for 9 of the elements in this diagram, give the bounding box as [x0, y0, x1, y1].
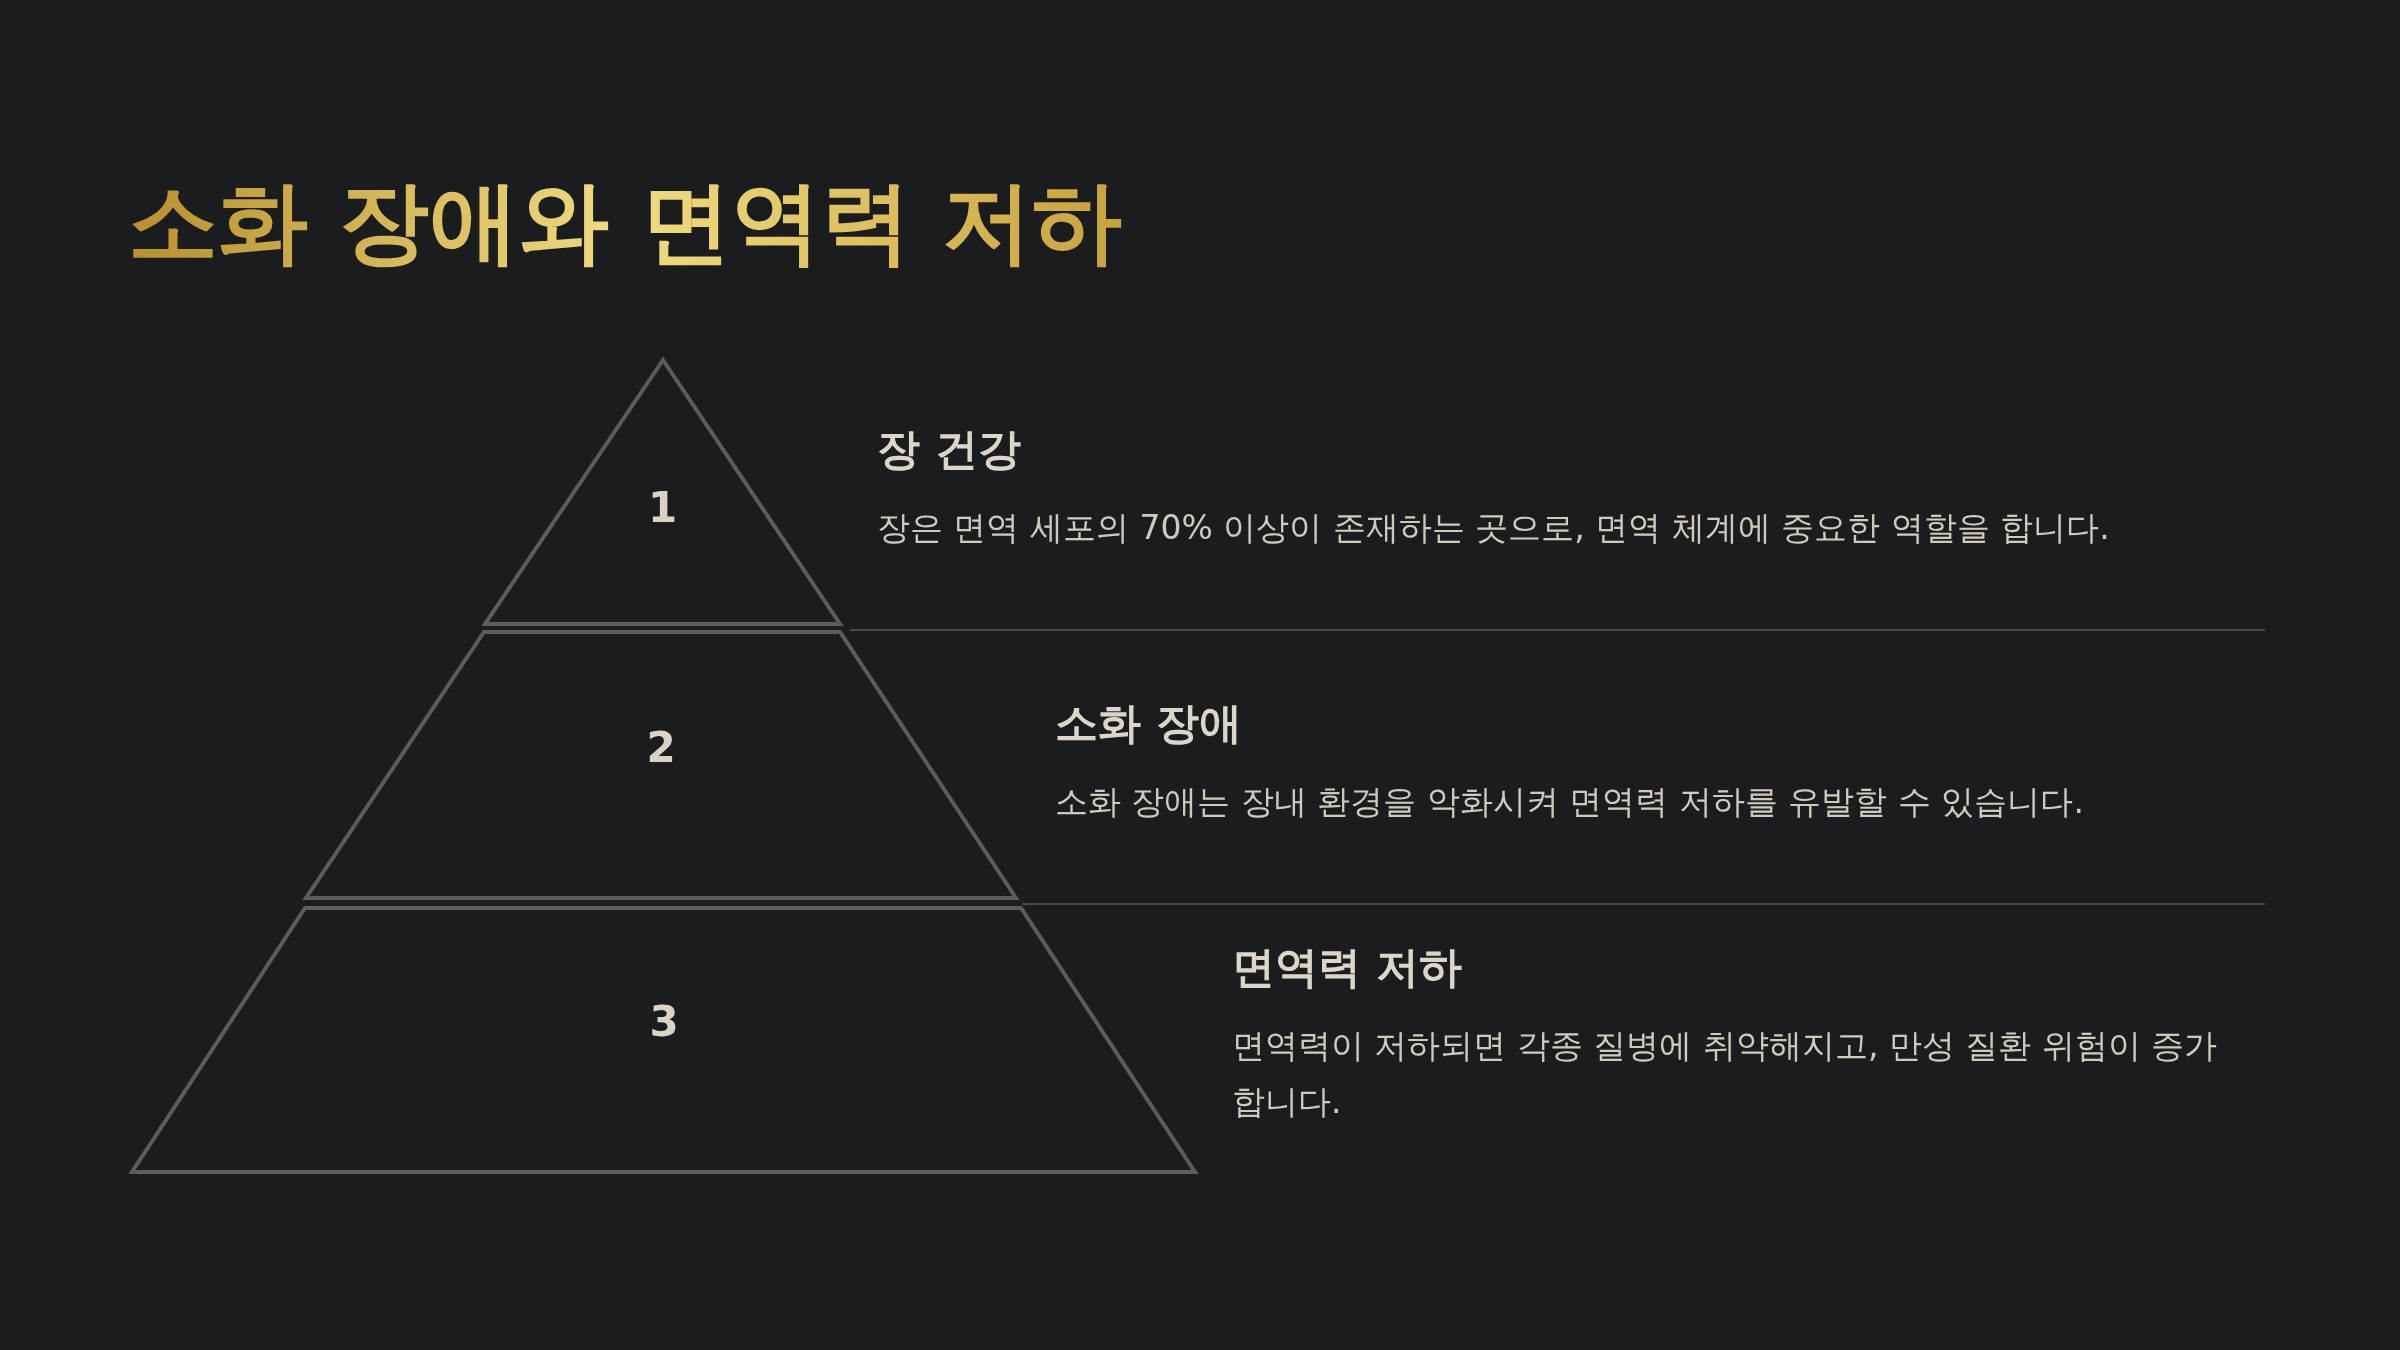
tier-number: 3 [648, 1001, 680, 1043]
tier-heading: 면역력 저하 [1232, 942, 1462, 994]
tier-number: 2 [645, 727, 677, 769]
tier-heading: 장 건강 [877, 424, 1021, 476]
tier-description: 장은 면역 세포의 70% 이상이 존재하는 곳으로, 면역 체계에 중요한 역할을 합니다. [877, 507, 2111, 549]
tier-heading: 소화 장애 [1055, 698, 1242, 750]
tier-description: 면역력이 저하되면 각종 질병에 취약해지고, 만성 질환 위험이 증가합니다. [1232, 1025, 2219, 1124]
tier-number: 1 [646, 487, 679, 529]
tier-description: 소화 장애는 장내 환경을 악화시켜 면역력 저하를 유발할 수 있습니다. [1055, 781, 2085, 823]
